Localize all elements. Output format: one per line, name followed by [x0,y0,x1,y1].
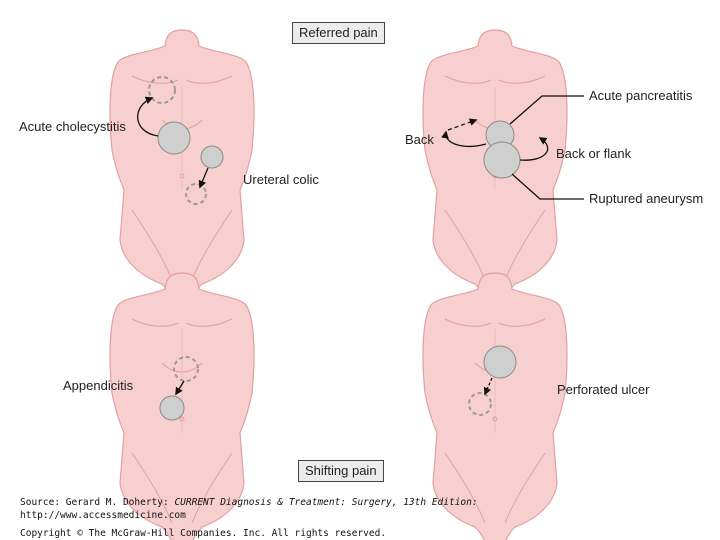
copyright-notice: Copyright © The McGraw-Hill Companies. I… [20,528,387,539]
label-back-or-flank: Back or flank [556,146,632,161]
label-ureteral-colic: Ureteral colic [243,172,319,187]
label-acute-cholecystitis: Acute cholecystitis [19,119,126,134]
label-back: Back [405,132,434,147]
source-url[interactable]: http://www.accessmedicine.com [20,510,186,521]
shoulder-pain-site-dashed [148,76,176,104]
lower-quadrant-pain-site-dashed [468,392,492,416]
label-acute-pancreatitis: Acute pancreatitis [589,88,693,103]
ureter-pain-site [200,145,224,169]
referred-pain-title: Referred pain [292,22,385,44]
aneurysm-pain-site [483,141,521,179]
ulcer-arrow [483,377,493,396]
cholecystitis-arrow [137,96,159,137]
source-citation: Source: Gerard M. Doherty: CURRENT Diagn… [20,497,478,509]
periumbilical-pain-site-dashed [173,356,199,382]
pancreatitis-leader [509,95,584,125]
ureteral-arrow [198,167,209,189]
appendix-pain-site [159,395,185,421]
back-arrow-dashed [447,118,478,131]
ulcer-pain-site [483,345,517,379]
appendicitis-arrow [175,380,185,396]
label-perforated-ulcer: Perforated ulcer [557,382,650,397]
source-book-title: CURRENT Diagnosis & Treatment: Surgery, … [174,497,478,508]
source-prefix: Source: Gerard M. Doherty: [20,497,175,508]
shifting-pain-title: Shifting pain [298,460,384,482]
flank-arrow [519,137,549,161]
groin-pain-site-dashed [185,183,207,205]
back-arrow-solid [441,130,487,147]
aneurysm-leader [511,173,584,200]
label-ruptured-aneurysm: Ruptured aneurysm [589,191,704,206]
label-appendicitis: Appendicitis [63,378,134,393]
gallbladder-pain-site [157,121,191,155]
